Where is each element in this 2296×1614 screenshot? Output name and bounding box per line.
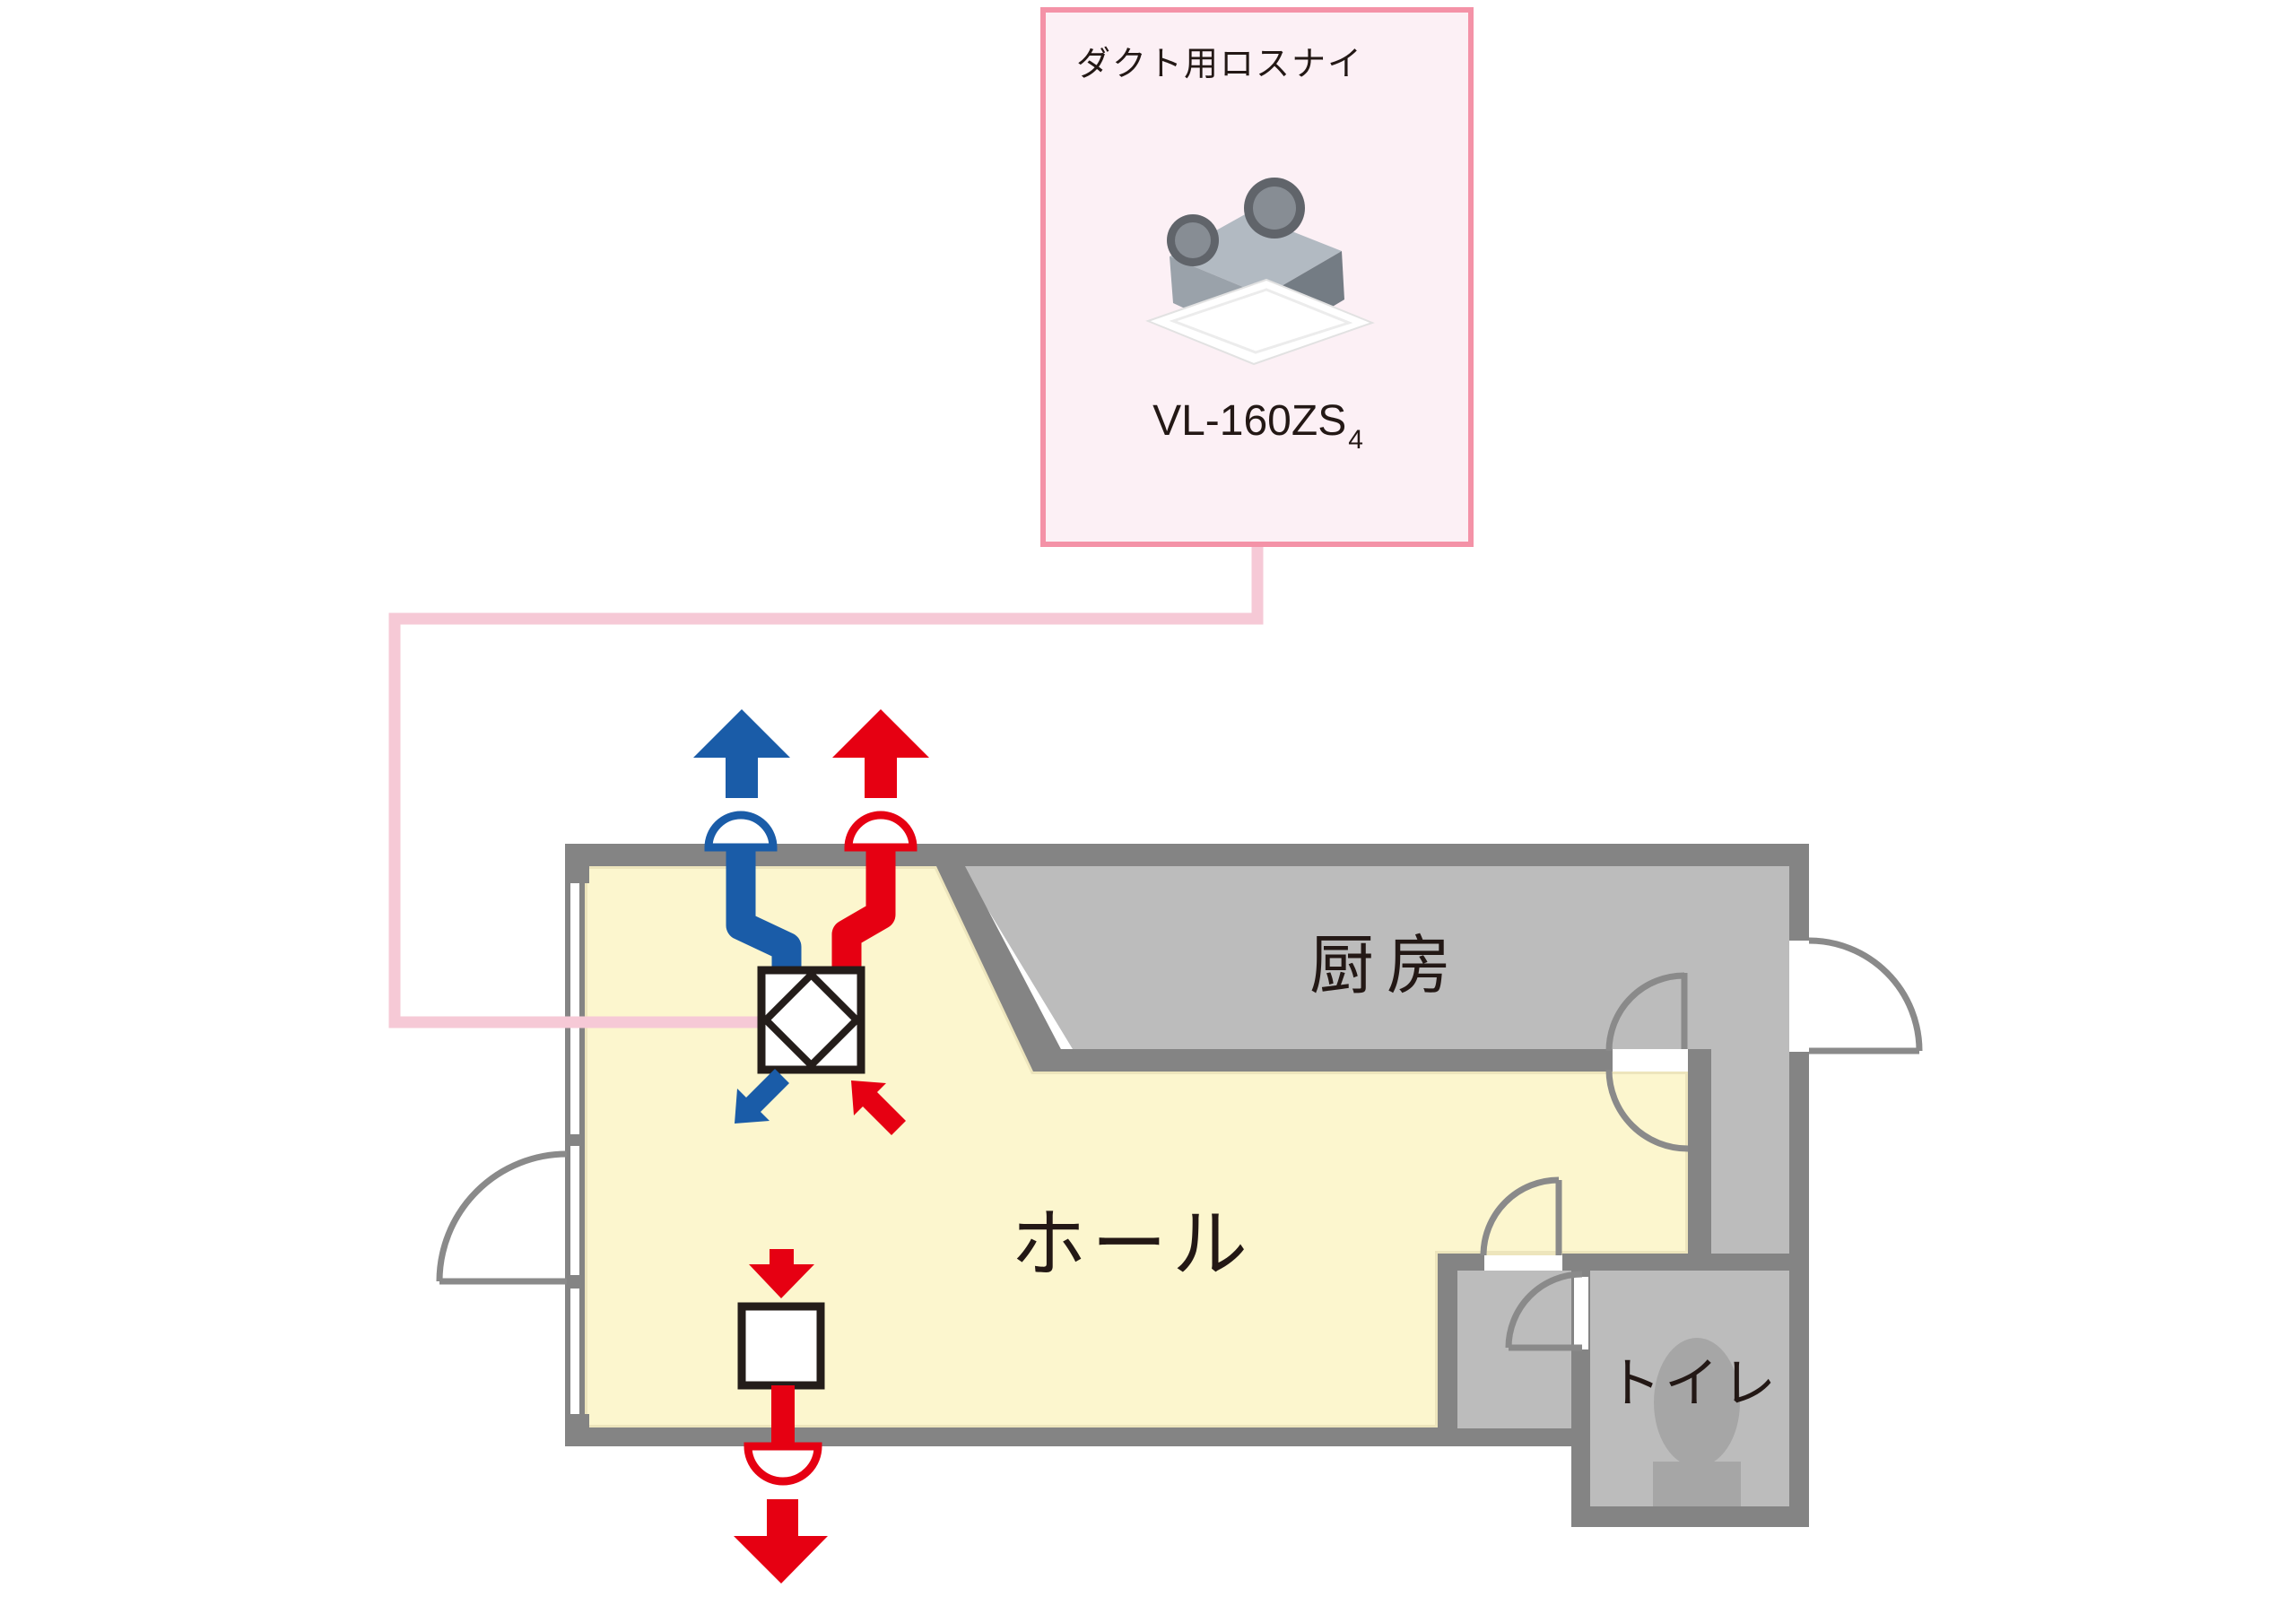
return-indoor-arrow-icon <box>851 1080 906 1135</box>
door-swing-icon <box>1808 937 1923 1054</box>
supply-duct-pipe <box>726 848 802 972</box>
product-legend-box: ダクト用ロスナイ VL-160ZS4 <box>1040 7 1474 547</box>
door-swing-icon <box>436 1150 568 1285</box>
kitchen-label: 厨房 <box>1309 930 1465 1002</box>
kitchen-floor <box>961 866 1789 1254</box>
toilet-label: トイレ <box>1607 1353 1779 1414</box>
product-type-label: ダクト用ロスナイ <box>1076 46 1364 83</box>
door-swing-icon <box>1480 1176 1562 1256</box>
supply-outdoor-arrow-icon <box>693 709 790 798</box>
lossnay-unit-photo <box>1145 178 1375 366</box>
supply-indoor-arrow-icon <box>735 1069 789 1124</box>
exhaust-outdoor-arrow-icon <box>832 709 929 798</box>
model-text: VL-160ZS <box>1152 397 1347 445</box>
door-openings <box>1484 941 1807 1349</box>
roof-cowl-icon <box>744 1442 822 1486</box>
door-swing-icon <box>1505 1271 1583 1351</box>
exhaust-outlet-arrow-icon <box>734 1499 828 1584</box>
duct-connection-line <box>388 547 1264 1028</box>
exhaust-pipe <box>771 1385 795 1448</box>
exhaust-grille-unit <box>737 1302 825 1390</box>
roof-cowl-icon <box>844 811 918 852</box>
heat-exchanger-icon <box>757 966 865 1074</box>
doors <box>436 937 1923 1351</box>
product-model-label: VL-160ZS4 <box>1046 396 1468 455</box>
model-subscript: 4 <box>1348 424 1363 455</box>
exhaust-duct-pipe <box>831 848 896 972</box>
roof-cowl-icon <box>704 811 778 852</box>
toilet-fixture-icon <box>1653 1338 1741 1506</box>
door-swing-icon <box>1605 972 1689 1152</box>
hall-label: ホール <box>1010 1202 1254 1287</box>
exhaust-grille-arrow-icon <box>749 1249 814 1298</box>
